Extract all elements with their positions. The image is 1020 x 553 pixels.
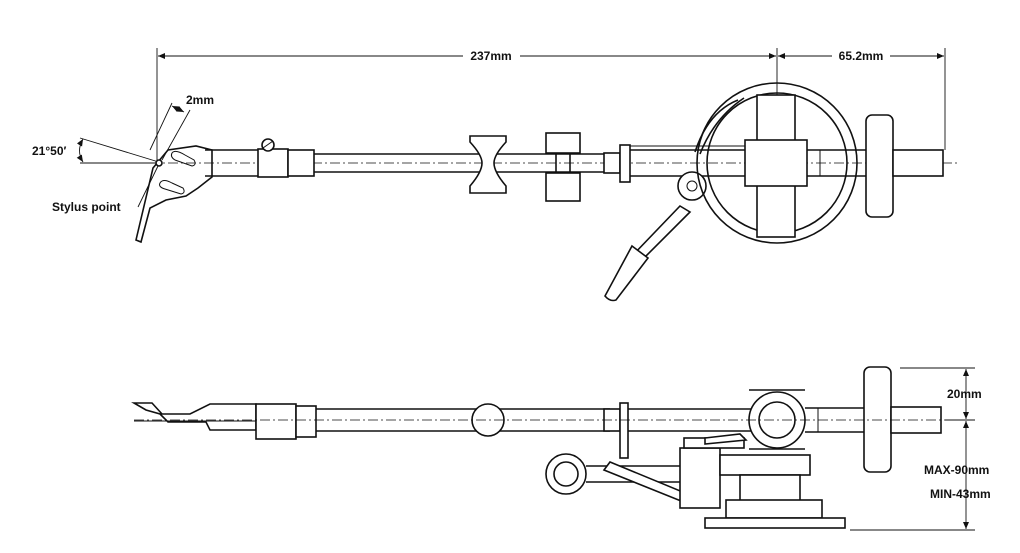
label-2mm: 2mm [186, 93, 214, 107]
headshell-side [131, 402, 257, 431]
antiskate-block-lower [545, 172, 581, 202]
antiskate-block-upper [545, 132, 581, 154]
gimbal-bearing-bottom [756, 184, 796, 238]
label-angle: 21°50′ [32, 144, 66, 158]
counterweight-top [865, 114, 894, 218]
armrest-ring-inner [553, 461, 579, 487]
pivot-knob-icon [677, 171, 707, 201]
pivot-base-plate [704, 517, 846, 529]
arm-collar-second [287, 149, 315, 177]
counterweight-side [863, 366, 892, 473]
armrest-ring-outer [545, 453, 587, 495]
label-max-height: MAX-90mm [924, 463, 989, 477]
lift-arc-upper [694, 99, 739, 153]
pivot-collar-side [719, 454, 811, 476]
arm-collar-side-b [295, 405, 317, 438]
side-view [131, 366, 975, 531]
label-237mm: 237mm [470, 49, 511, 63]
label-stylus-point: Stylus point [52, 200, 121, 214]
angle-line-upper [79, 137, 163, 164]
lift-lever-handle [604, 244, 650, 302]
top-view [76, 48, 960, 302]
gimbal-bearing-top [756, 94, 796, 146]
arm-balance-clamp [469, 135, 507, 194]
offset-arrow [171, 105, 185, 113]
offset-line-a [149, 102, 173, 151]
gimbal-center-block [744, 139, 808, 187]
pivot-ring-side [725, 499, 823, 519]
label-65mm: 65.2mm [839, 49, 884, 63]
pivot-base-outer [696, 82, 858, 244]
label-min-height: MIN-43mm [930, 487, 991, 501]
lift-housing [679, 447, 721, 509]
label-20mm: 20mm [947, 387, 982, 401]
arm-collar-side-a [255, 403, 297, 440]
angle-arc [76, 138, 84, 163]
rear-stub-top [892, 149, 944, 177]
arm-collar-front [257, 148, 289, 178]
headshell-top [135, 145, 213, 244]
